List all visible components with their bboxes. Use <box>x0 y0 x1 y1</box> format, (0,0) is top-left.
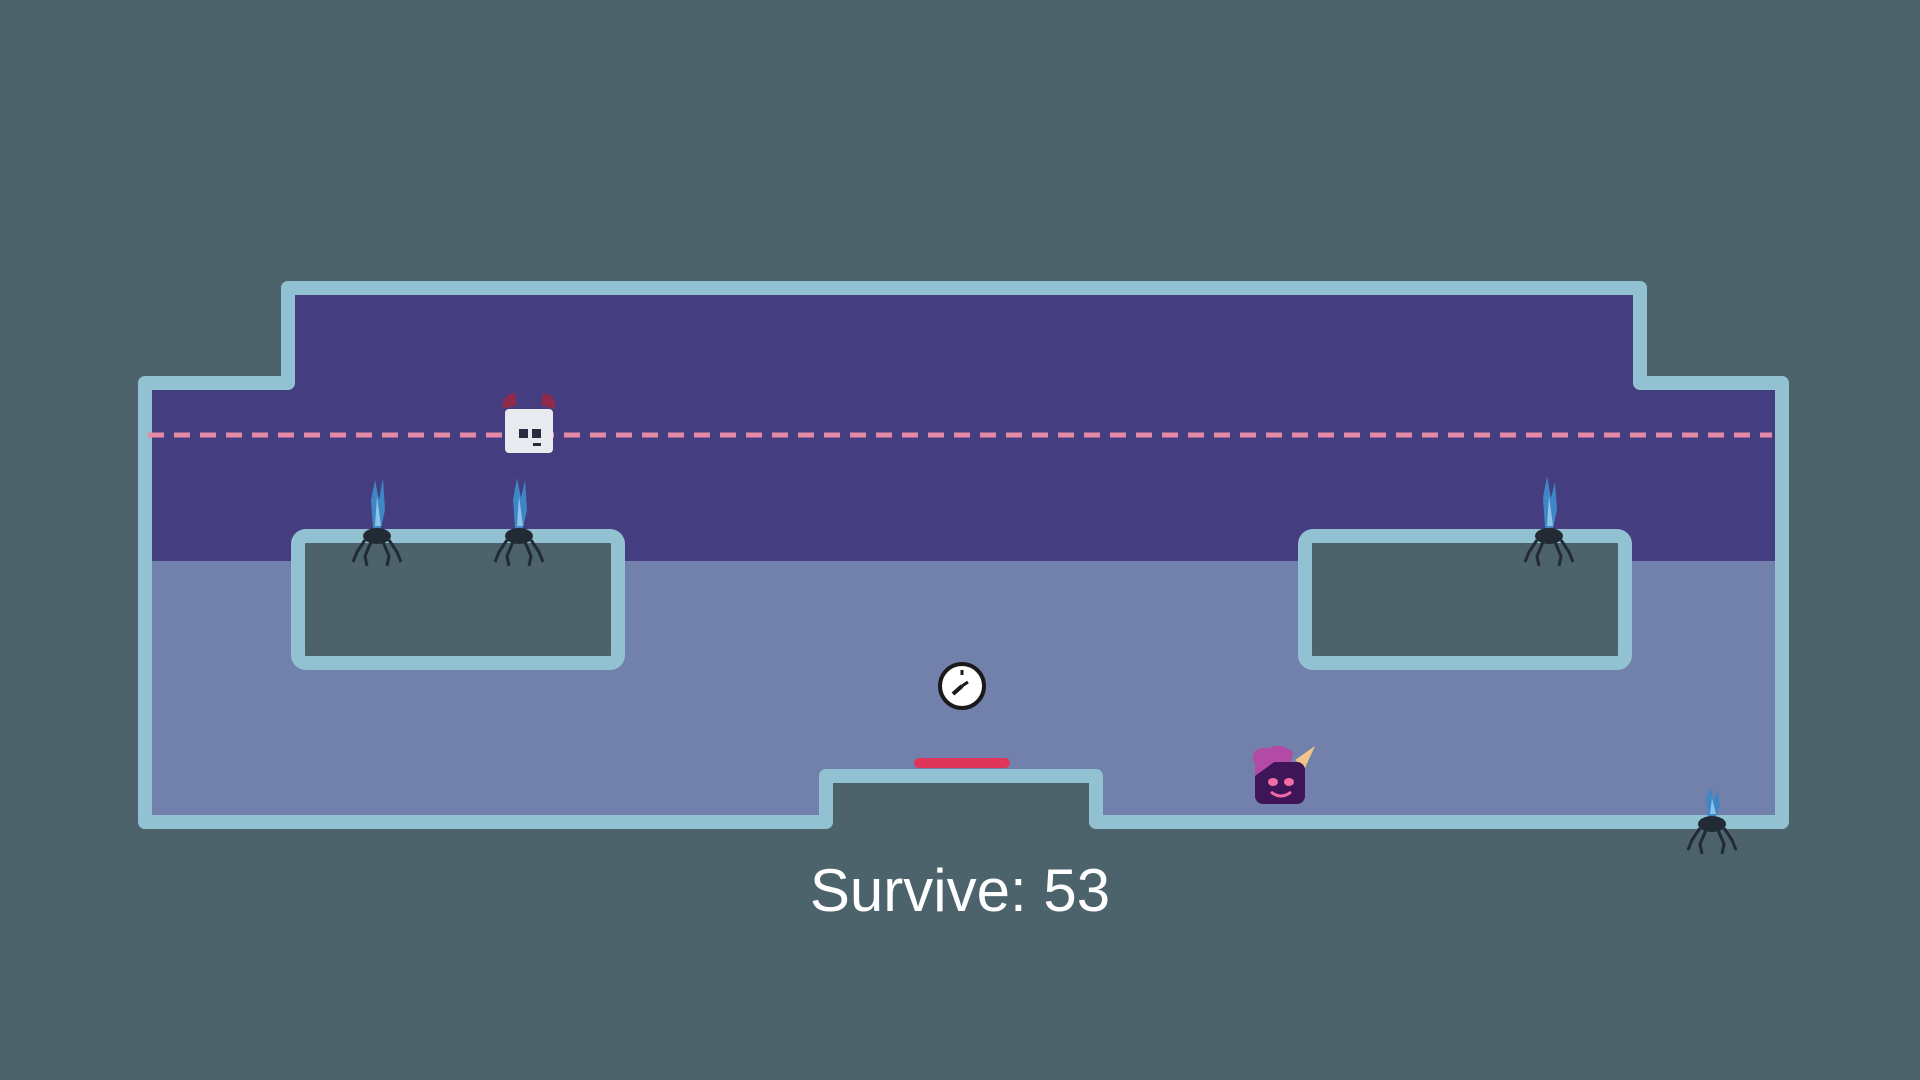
purple-unicorn-blob-icon <box>1252 745 1315 804</box>
platform-left <box>291 529 625 670</box>
survive-label: Survive: <box>809 857 1027 924</box>
platform-right <box>1298 529 1632 670</box>
survive-value: 53 <box>1043 857 1111 924</box>
skull-demon-icon <box>502 393 556 453</box>
arena-wall <box>138 281 1789 829</box>
spider-flame-icon <box>351 478 403 567</box>
survive-counter: Survive: 53 <box>0 856 1920 926</box>
pressure-plate <box>914 758 1010 768</box>
spider-flame-icon <box>1686 788 1738 855</box>
spider-flame-icon <box>493 478 545 567</box>
spider-flame-icon <box>1523 476 1575 567</box>
upper-zone <box>145 288 1782 562</box>
clock-icon <box>938 662 986 710</box>
